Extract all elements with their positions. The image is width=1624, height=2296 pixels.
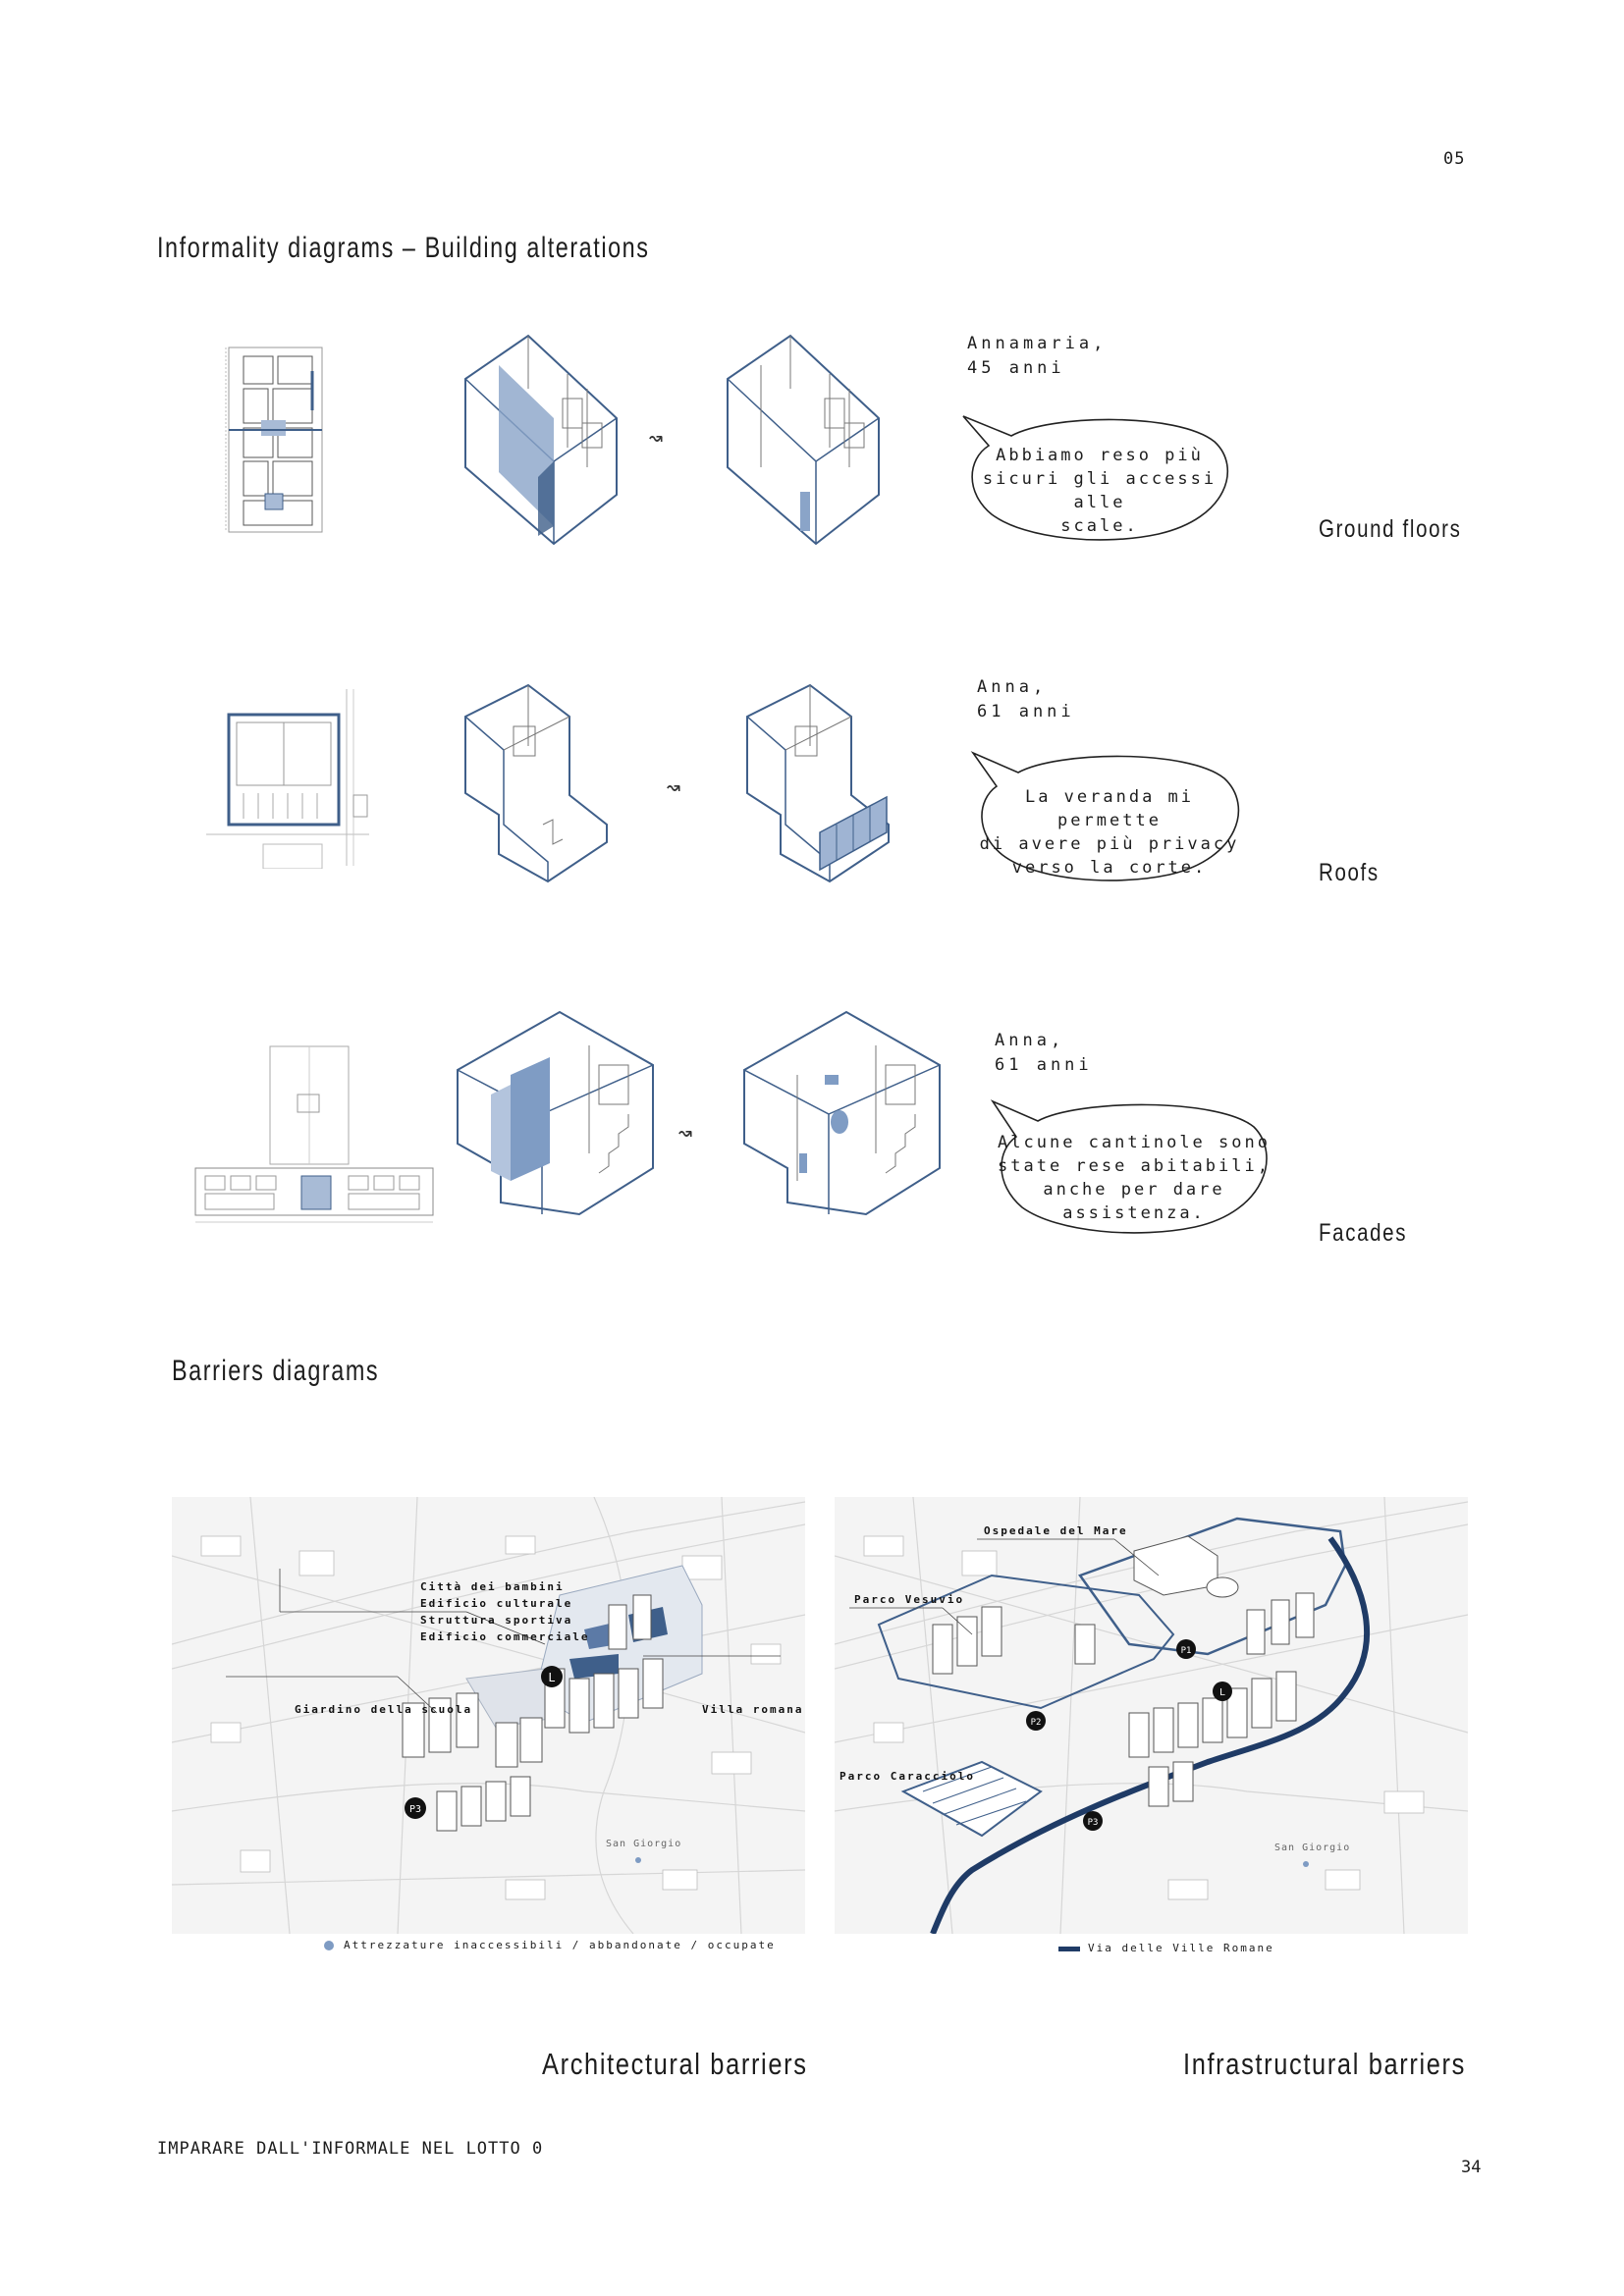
person-1: Annamaria, 45 anni — [967, 332, 1107, 381]
map-left-san-giorgio: San Giorgio — [606, 1839, 681, 1849]
map-right-ospedale: Ospedale del Mare — [984, 1524, 1128, 1537]
legend-left: Attrezzature inaccessibili / abbandonate… — [324, 1939, 776, 1951]
arrow-icon: ↝ — [648, 424, 664, 454]
quote-3-line-4: assistenza. — [1062, 1203, 1206, 1223]
speech-bubble-1 — [962, 415, 1229, 541]
map-infrastructural-barriers: P1 P2 P3 L Ospedale del Mare Parco Vesuv… — [835, 1497, 1468, 1934]
caption-architectural: Architectural barriers — [542, 2047, 808, 2081]
quote-3-line-3: anche per dare — [1043, 1180, 1225, 1200]
category-roofs: Roofs — [1319, 859, 1380, 886]
map-left-group-line-3: Struttura sportiva — [420, 1614, 572, 1627]
quote-2-line-3: verso la corte. — [1011, 858, 1208, 878]
axo-roof-after — [746, 683, 890, 883]
quote-3: Alcune cantinole sono state rese abitabi… — [997, 1131, 1272, 1225]
person-2-name: Anna, — [977, 677, 1048, 697]
map-left-marker-p3: P3 — [409, 1804, 421, 1815]
chapter-number: 05 — [1443, 149, 1466, 169]
section-title-informality: Informality diagrams – Building alterati… — [157, 232, 650, 264]
quote-2: La veranda mi permette di avere più priv… — [977, 785, 1242, 880]
floor-plan-ground — [225, 347, 323, 533]
person-2-age: 61 anni — [977, 702, 1075, 721]
section-title-barriers: Barriers diagrams — [172, 1355, 380, 1387]
person-2: Anna, 61 anni — [977, 675, 1075, 724]
map-left-giardino: Giardino della scuola — [295, 1703, 472, 1716]
map-left-group-line-4: Edificio commerciale — [420, 1630, 589, 1643]
map-left-group-line-1: Città dei bambini — [420, 1580, 565, 1593]
map-right-marker-p2: P2 — [1031, 1718, 1042, 1728]
quote-2-line-1: La veranda mi permette — [1024, 787, 1195, 830]
person-1-name: Annamaria, — [967, 334, 1108, 353]
arrow-icon-2: ↝ — [666, 774, 681, 803]
quote-3-line-1: Alcune cantinole sono — [998, 1133, 1271, 1152]
map-right-marker-p1: P1 — [1181, 1646, 1192, 1656]
axo-facade-after — [743, 1010, 941, 1216]
axo-facade-before — [457, 1010, 654, 1216]
map-right-san-giorgio: San Giorgio — [1274, 1842, 1350, 1853]
map-right-vesuvio: Parco Vesuvio — [854, 1593, 964, 1606]
map-architectural-barriers: L P3 Città dei bambini Edificio cultural… — [172, 1497, 805, 1934]
quote-1-line-3: scale. — [1060, 516, 1139, 536]
plan-facade — [194, 1045, 434, 1223]
quote-2-line-2: di avere più privacy — [979, 834, 1240, 854]
speech-bubble-2 — [970, 751, 1240, 881]
axo-roof-before — [464, 683, 608, 883]
page-number: 34 — [1461, 2158, 1482, 2177]
legend-right-text: Via delle Ville Romane — [1088, 1942, 1274, 1954]
map-left-group-line-2: Edificio culturale — [420, 1597, 572, 1610]
quote-1: Abbiamo reso più sicuri gli accessi alle… — [967, 444, 1232, 538]
person-3: Anna, 61 anni — [995, 1029, 1093, 1078]
plan-roof — [206, 689, 369, 869]
legend-line-icon — [1058, 1946, 1080, 1951]
speech-bubble-3 — [990, 1099, 1268, 1234]
map-left-villa: Villa romana — [702, 1703, 803, 1716]
quote-3-line-2: state rese abitabili, — [998, 1156, 1271, 1176]
axo-ground-before — [464, 334, 618, 546]
person-3-age: 61 anni — [995, 1055, 1093, 1075]
caption-infrastructural: Infrastructural barriers — [1183, 2047, 1466, 2081]
person-3-name: Anna, — [995, 1031, 1065, 1050]
map-right-marker-p3: P3 — [1088, 1818, 1099, 1828]
map-right-caracciolo: Parco Caracciolo — [839, 1770, 975, 1783]
map-left-marker-l: L — [548, 1671, 555, 1684]
legend-dot-icon — [324, 1941, 334, 1950]
category-facades: Facades — [1319, 1219, 1408, 1247]
category-ground-floors: Ground floors — [1319, 515, 1462, 543]
footer-title: IMPARARE DALL'INFORMALE NEL LOTTO 0 — [157, 2139, 544, 2159]
person-1-age: 45 anni — [967, 358, 1065, 378]
quote-1-line-2: sicuri gli accessi alle — [982, 469, 1218, 512]
legend-right: Via delle Ville Romane — [1058, 1942, 1274, 1954]
arrow-icon-3: ↝ — [677, 1119, 693, 1148]
map-right-marker-l: L — [1219, 1687, 1225, 1698]
quote-1-line-1: Abbiamo reso più — [996, 446, 1204, 465]
axo-ground-after — [727, 334, 880, 546]
legend-left-text: Attrezzature inaccessibili / abbandonate… — [344, 1939, 776, 1951]
